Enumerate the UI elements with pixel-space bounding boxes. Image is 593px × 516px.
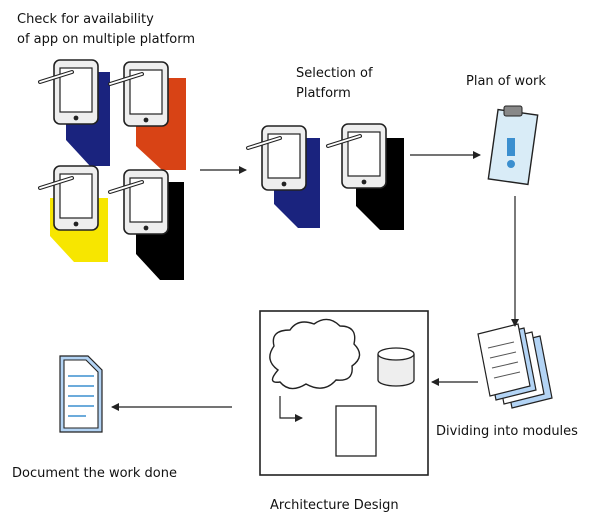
database-icon xyxy=(377,347,415,387)
label-dividing-modules: Dividing into modules xyxy=(436,424,578,439)
platform-tablets-group xyxy=(38,58,186,280)
label-plan-of-work: Plan of work xyxy=(466,74,546,89)
report-document-icon xyxy=(59,355,103,433)
label-document-work: Document the work done xyxy=(12,466,177,481)
label-selection-line2: Platform xyxy=(296,86,351,101)
tablet-icon xyxy=(326,122,404,230)
label-architecture-design: Architecture Design xyxy=(270,498,399,513)
tablet-icon xyxy=(38,58,110,166)
tablet-icon xyxy=(38,164,108,262)
page-icon xyxy=(335,405,377,457)
architecture-box xyxy=(259,310,429,476)
connector-line xyxy=(279,396,303,422)
label-selection-line1: Selection of xyxy=(296,66,373,81)
clipboard-icon xyxy=(487,105,539,186)
selected-platforms-group xyxy=(246,122,404,230)
label-check-line1: Check for availability xyxy=(17,12,154,27)
label-check-line2: of app on multiple platform xyxy=(17,32,196,47)
cloud-icon xyxy=(269,318,361,390)
document-stack-icon xyxy=(477,323,553,409)
tablet-icon xyxy=(108,168,184,280)
tablet-icon xyxy=(108,60,186,170)
tablet-icon xyxy=(246,124,320,228)
